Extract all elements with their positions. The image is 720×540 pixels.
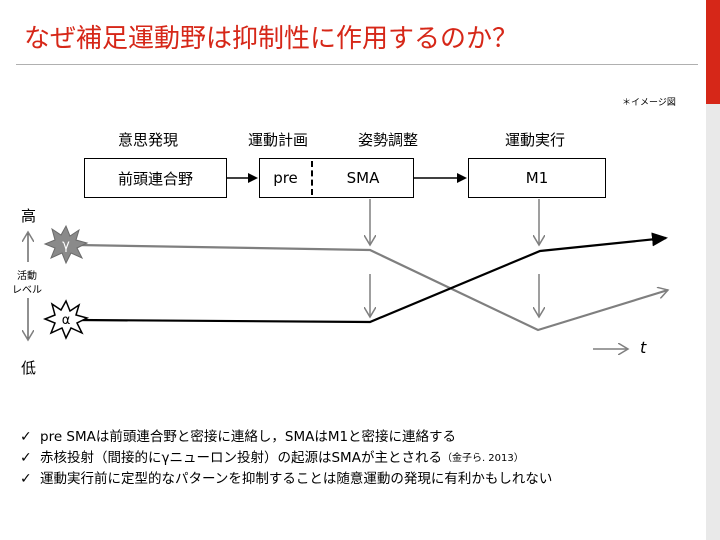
bullet-text: 赤核投射（間接的にγニューロン投射）の起源はSMAが主とされる xyxy=(40,450,442,466)
axis-activity-label: 活動 レベル xyxy=(12,270,42,298)
bullet-item: ✓ 赤核投射（間接的にγニューロン投射）の起源はSMAが主とされる （金子ら. … xyxy=(20,448,552,469)
dashed-divider xyxy=(311,161,313,195)
check-icon: ✓ xyxy=(20,429,32,445)
gamma-activity-line xyxy=(77,243,668,332)
gamma-burst-icon: γ xyxy=(43,224,89,265)
slide-title: なぜ補足運動野は抑制性に作用するのか？ xyxy=(24,24,519,54)
accent-bar-gray xyxy=(706,104,720,540)
axis-activity-line2: レベル xyxy=(12,285,42,296)
box-m1: M1 xyxy=(468,158,606,198)
stage-posture: 姿勢調整 xyxy=(358,131,419,149)
alpha-activity-line xyxy=(77,232,668,324)
alpha-burst-icon: α xyxy=(42,299,90,340)
bullet-item: ✓ 運動実行前に定型的なパターンを抑制することは随意運動の発現に有利かもしれない xyxy=(20,469,552,490)
bullet-citation: （金子ら. 2013） xyxy=(441,453,524,464)
stage-intention: 意思発現 xyxy=(118,131,179,149)
box-prefrontal-label: 前頭連合野 xyxy=(117,169,193,188)
axis-low-label: 低 xyxy=(21,359,37,377)
box-prefrontal: 前頭連合野 xyxy=(84,158,227,198)
stage-execution: 運動実行 xyxy=(505,131,566,149)
box-sma-label: SMA xyxy=(346,169,380,187)
stage-planning: 運動計画 xyxy=(248,131,309,149)
accent-bar-red xyxy=(706,0,720,104)
check-icon: ✓ xyxy=(20,450,32,466)
image-note: ＊イメージ図 xyxy=(622,98,676,108)
box-pre-sma: pre SMA xyxy=(259,158,414,198)
axis-high-label: 高 xyxy=(21,207,37,225)
alpha-label: α xyxy=(62,313,71,328)
time-axis-label: t xyxy=(640,338,647,357)
bullet-item: ✓ pre SMAは前頭連合野と密接に連絡し，SMAはM1と密接に連絡する xyxy=(20,427,552,448)
title-divider xyxy=(16,64,698,65)
gamma-label: γ xyxy=(62,238,70,253)
box-m1-label: M1 xyxy=(525,169,549,187)
axis-activity-line1: 活動 xyxy=(17,271,37,282)
bullet-text: 運動実行前に定型的なパターンを抑制することは随意運動の発現に有利かもしれない xyxy=(40,471,553,487)
bullet-list: ✓ pre SMAは前頭連合野と密接に連絡し，SMAはM1と密接に連絡する ✓ … xyxy=(20,427,552,490)
box-pre-label: pre xyxy=(273,169,298,187)
bullet-text: pre SMAは前頭連合野と密接に連絡し，SMAはM1と密接に連絡する xyxy=(40,429,457,445)
check-icon: ✓ xyxy=(20,471,32,487)
